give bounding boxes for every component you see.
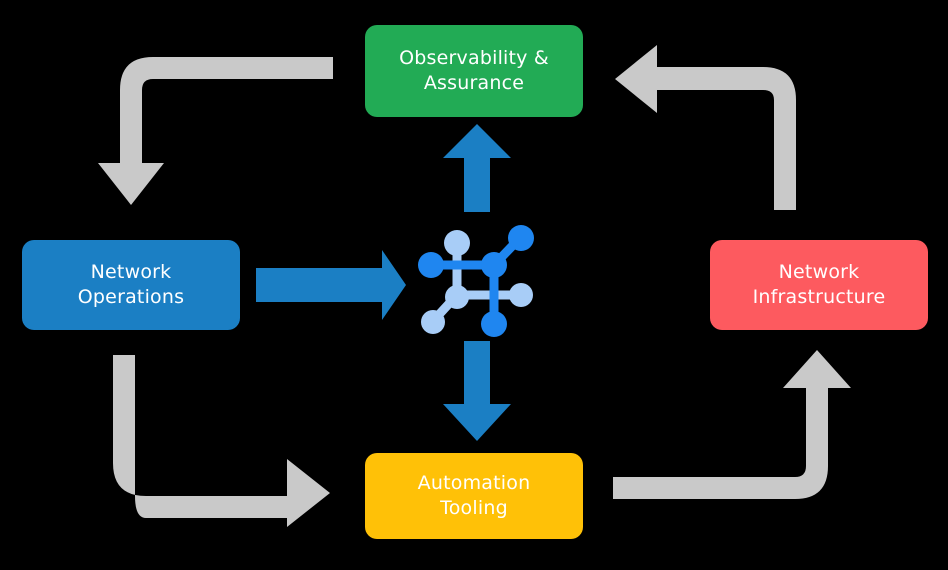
node-label-observability: Observability & Assurance <box>399 46 549 94</box>
node-box-observability[interactable]: Observability & Assurance <box>365 25 583 117</box>
gray-arrow-bottom-right <box>613 350 851 499</box>
gray-arrow-top-right <box>615 45 796 210</box>
blue-arrow-up <box>443 124 511 212</box>
gray-arrow-bottom-left <box>113 355 330 527</box>
node-label-automation-tooling: Automation Tooling <box>417 471 531 519</box>
node-left-dark <box>418 252 444 278</box>
node-bottom-left-light <box>421 310 445 334</box>
node-right-light <box>509 283 533 307</box>
node-box-automation-tooling[interactable]: Automation Tooling <box>365 453 583 539</box>
node-label-network-operations: Network Operations <box>77 260 185 308</box>
node-top-right-dark <box>508 225 534 251</box>
network-icon-nodes <box>418 225 534 337</box>
gray-arrow-top-left <box>98 57 333 205</box>
node-hub-dark <box>481 252 507 278</box>
blue-arrow-right <box>256 250 406 320</box>
node-box-network-operations[interactable]: Network Operations <box>22 240 240 330</box>
node-top-light <box>444 230 470 256</box>
blue-arrow-down <box>443 341 511 441</box>
node-box-network-infrastructure[interactable]: Network Infrastructure <box>710 240 928 330</box>
node-label-network-infrastructure: Network Infrastructure <box>752 260 886 308</box>
node-center-light <box>445 285 469 309</box>
node-bottom-dark <box>481 311 507 337</box>
